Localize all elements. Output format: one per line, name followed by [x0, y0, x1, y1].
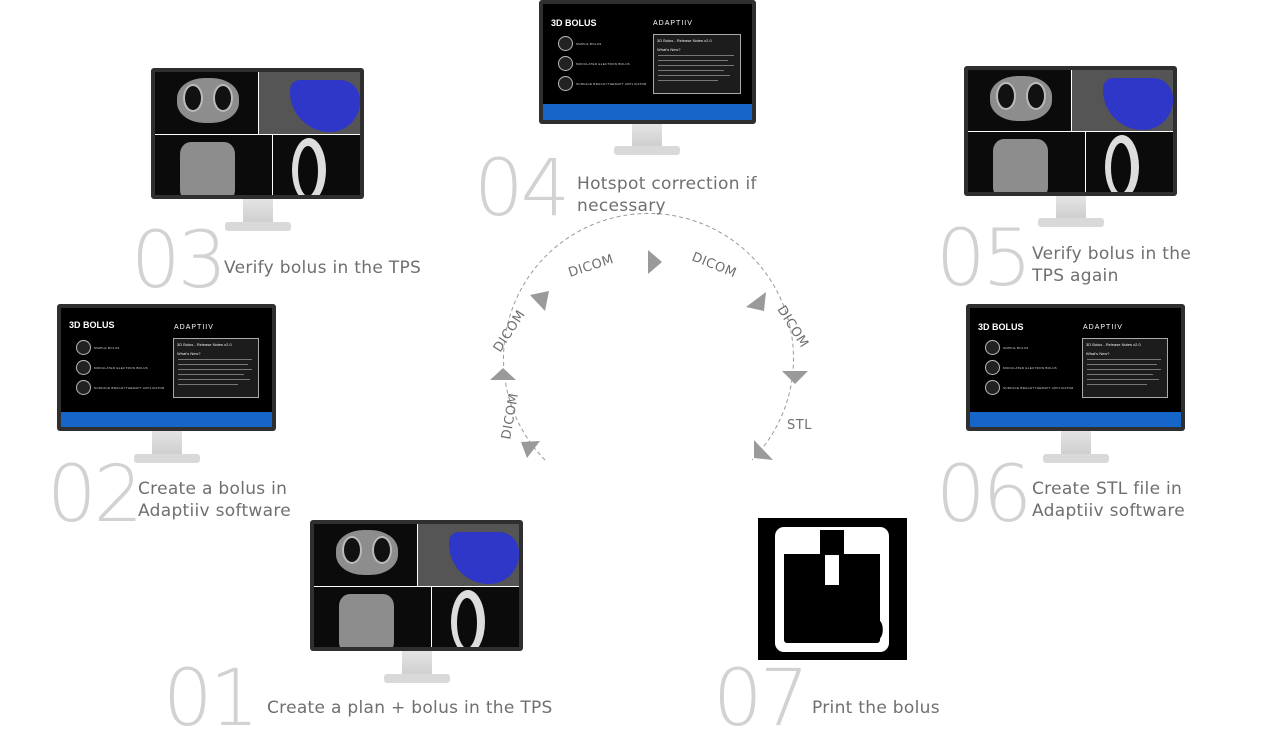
- step-01-text: Create a plan + bolus in the TPS: [267, 698, 553, 718]
- monitor-step-05: [964, 66, 1177, 228]
- label-dicom-1: DICOM: [499, 392, 522, 441]
- app-bottom-bar: [970, 412, 1181, 427]
- monitor-step-06: 3D BOLUS ADAPTIIV SIMPLE BOLUS MODULATED…: [966, 304, 1185, 464]
- step-03-text: Verify bolus in the TPS: [224, 258, 422, 278]
- arrow-head-2: [490, 368, 516, 380]
- step-01-number: 01: [163, 654, 259, 744]
- monitor-step-03: [151, 68, 364, 231]
- menu-surface-brachy[interactable]: SURFACE BRACHYTHERAPY APPLICATOR: [985, 380, 1074, 395]
- menu-surface-brachy[interactable]: SURFACE BRACHYTHERAPY APPLICATOR: [558, 76, 647, 91]
- release-notes-panel: 3D Bolus - Release Notes v2.0 What's New…: [173, 338, 259, 398]
- menu-simple-bolus[interactable]: SIMPLE BOLUS: [985, 340, 1029, 355]
- tps-view: [155, 72, 360, 195]
- step-03-number: 03: [131, 216, 227, 306]
- app-view: 3D BOLUS ADAPTIIV SIMPLE BOLUS MODULATED…: [543, 4, 752, 120]
- step-07-number: 07: [713, 654, 809, 744]
- label-dicom-3: DICOM: [567, 252, 616, 281]
- app-brand: ADAPTIIV: [1083, 324, 1123, 331]
- monitor-screen: 3D BOLUS ADAPTIIV SIMPLE BOLUS MODULATED…: [966, 304, 1185, 431]
- menu-simple-bolus[interactable]: SIMPLE BOLUS: [558, 36, 602, 51]
- release-notes-panel: 3D Bolus - Release Notes v2.0 What's New…: [1082, 338, 1168, 398]
- step-07-text: Print the bolus: [812, 698, 940, 718]
- menu-modulated-electron-bolus[interactable]: MODULATED ELECTRON BOLUS: [985, 360, 1057, 375]
- printer-frame: 3D: [775, 527, 889, 652]
- monitor-screen: 3D BOLUS ADAPTIIV SIMPLE BOLUS MODULATED…: [539, 0, 756, 124]
- tps-view: [314, 524, 519, 647]
- app-brand: ADAPTIIV: [653, 20, 693, 27]
- app-logo: 3D BOLUS: [551, 18, 597, 28]
- step-04-number: 04: [474, 144, 570, 234]
- monitor-step-01: [310, 520, 523, 685]
- step-02-number: 02: [47, 450, 143, 540]
- step-06-text: Create STL file in Adaptiiv software: [1032, 479, 1186, 521]
- app-brand: ADAPTIIV: [174, 324, 214, 331]
- step-04-text: Hotspot correction if necessary: [577, 174, 757, 216]
- arrow-head-3: [530, 291, 549, 311]
- monitor-step-04: 3D BOLUS ADAPTIIV SIMPLE BOLUS MODULATED…: [539, 0, 756, 156]
- monitor-screen: [151, 68, 364, 199]
- tps-view: [968, 70, 1173, 192]
- app-logo: 3D BOLUS: [978, 322, 1024, 332]
- menu-modulated-electron-bolus[interactable]: MODULATED ELECTRON BOLUS: [76, 360, 148, 375]
- menu-surface-brachy[interactable]: SURFACE BRACHYTHERAPY APPLICATOR: [76, 380, 165, 395]
- step-02-text: Create a bolus in Adaptiiv software: [138, 479, 292, 521]
- arrow-head-6: [782, 371, 808, 384]
- label-dicom-4: DICOM: [690, 250, 739, 281]
- menu-modulated-electron-bolus[interactable]: MODULATED ELECTRON BOLUS: [558, 56, 630, 71]
- monitor-screen: [310, 520, 523, 651]
- monitor-screen: 3D BOLUS ADAPTIIV SIMPLE BOLUS MODULATED…: [57, 304, 276, 431]
- arrow-head-4: [648, 250, 662, 274]
- monitor-screen: [964, 66, 1177, 196]
- arrow-head-1: [521, 441, 540, 458]
- printer-3d-label: 3D: [837, 611, 885, 651]
- app-bottom-bar: [61, 412, 272, 427]
- printer-3d-icon: 3D: [758, 518, 907, 660]
- arrow-head-7: [754, 440, 773, 460]
- release-notes-panel: 3D Bolus - Release Notes v2.0 What's New…: [653, 34, 741, 94]
- app-bottom-bar: [543, 104, 752, 120]
- cycle-arrows: [490, 250, 808, 460]
- step-05-number: 05: [936, 214, 1032, 304]
- app-view: 3D BOLUS ADAPTIIV SIMPLE BOLUS MODULATED…: [61, 308, 272, 427]
- app-view: 3D BOLUS ADAPTIIV SIMPLE BOLUS MODULATED…: [970, 308, 1181, 427]
- arrow-head-5: [746, 292, 766, 311]
- dashed-circle: [503, 212, 794, 461]
- monitor-step-02: 3D BOLUS ADAPTIIV SIMPLE BOLUS MODULATED…: [57, 304, 276, 464]
- step-06-number: 06: [936, 450, 1032, 540]
- app-logo: 3D BOLUS: [69, 320, 115, 330]
- label-stl: STL: [787, 418, 812, 433]
- menu-simple-bolus[interactable]: SIMPLE BOLUS: [76, 340, 120, 355]
- step-05-text: Verify bolus in the TPS again: [1032, 244, 1192, 286]
